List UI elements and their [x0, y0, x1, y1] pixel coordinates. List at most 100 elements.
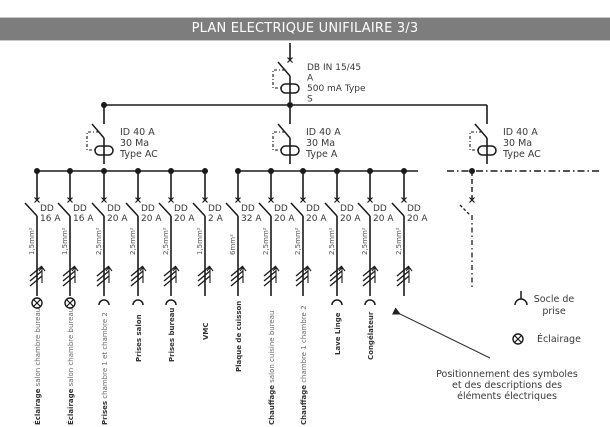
breaker-cross-icon [334, 197, 340, 203]
hatch-stroke [96, 265, 110, 277]
legend-socket-label: Socle de [534, 294, 575, 305]
isolator-cross-icon [287, 57, 293, 63]
lamp-icon-x [33, 299, 41, 307]
main-breaker-label: A [307, 74, 314, 84]
hatch-arrow [272, 266, 280, 283]
hatch-arrow [139, 266, 147, 283]
page-title: PLAN ELECTRIQUE UNIFILAIRE 3/3 [0, 17, 610, 41]
hatch-stroke [197, 275, 211, 287]
hatch-arrow [206, 266, 214, 283]
rcd-label: Type A [305, 149, 338, 160]
hatch-stroke [62, 270, 76, 282]
breaker-type-label: DD [107, 204, 121, 214]
cable-hatch-icon [329, 265, 346, 287]
breaker-blade-icon [192, 202, 206, 217]
circuit-label-main: Éclairage [33, 388, 42, 425]
breaker-type-label: DD [174, 204, 188, 214]
lamp-icon [512, 333, 524, 345]
hatch-stroke [230, 265, 244, 277]
breaker-blade-icon [125, 202, 139, 217]
hatch-stroke [130, 265, 144, 277]
hatch-stroke [130, 275, 144, 287]
hatch-stroke [362, 275, 376, 287]
cable-hatch-icon [29, 265, 46, 287]
breaker-rating-label: 20 A [274, 214, 295, 224]
breaker-cross-icon [235, 197, 241, 203]
hatch-stroke [362, 265, 376, 277]
cable-hatch-icon [163, 265, 180, 287]
circuit-label-main: Chauffage [268, 385, 276, 425]
cross-stroke [300, 197, 306, 203]
hatch-stroke [197, 270, 211, 282]
cross-stroke [67, 197, 73, 203]
circuit-label: Chauffage chambre 1 chambre 2 [300, 305, 308, 425]
circuit-label-detail: salon chambre bureau [67, 308, 75, 389]
hatch-stroke [62, 265, 76, 277]
circuit-label-main: Plaque de cuisson [235, 301, 243, 372]
rcd-label: ID 40 A [306, 127, 341, 138]
cable-section-label: 2,5mm² [395, 227, 403, 255]
breaker-rating-label: 32 A [241, 214, 262, 224]
hatch-stroke [230, 275, 244, 287]
breaker-rating-label: 20 A [141, 214, 162, 224]
hatch-stroke [329, 270, 343, 282]
hatch-arrow [405, 266, 413, 283]
hatch-stroke [362, 270, 376, 282]
circuit-label-main: Congélateur [367, 311, 375, 360]
breaker-cross-icon [67, 197, 73, 203]
hatch-arrow [38, 266, 46, 283]
lamp-icon [64, 297, 76, 309]
rcd-breaker-icon [469, 123, 497, 164]
circuit-label-detail: chambre 1 et chambre 2 [101, 312, 109, 401]
breaker-blade-icon [225, 202, 239, 217]
circuit-label-main: Lave Linge [334, 312, 342, 355]
breaker-type-label: DD [373, 204, 387, 214]
hatch-arrow [71, 266, 79, 283]
hatch-stroke [130, 270, 144, 282]
breaker-rating-label: 16 A [40, 214, 61, 224]
breaker-type-label: DD [306, 204, 320, 214]
main-breaker-label: S [307, 95, 313, 105]
switch-blade [474, 123, 488, 139]
rcd-label: ID 40 A [503, 127, 538, 138]
rcd-breaker-icon [86, 123, 114, 164]
hatch-arrow [105, 266, 113, 283]
rcd-label: ID 40 A [120, 127, 155, 138]
breaker-blade-icon [324, 202, 338, 217]
hatch-stroke [295, 265, 309, 277]
breaker-rating-label: 20 A [340, 214, 361, 224]
circuit-label: Éclairage salon chambre bureau [33, 308, 42, 425]
breaker-rating-label: 20 A [107, 214, 128, 224]
rcd-label: 30 Ma [306, 138, 335, 149]
cross-stroke [34, 197, 40, 203]
breaker-type-label: DD [407, 204, 421, 214]
breaker-blade-icon [258, 202, 272, 217]
hatch-stroke [163, 275, 177, 287]
breaker-rating-label: 2 A [208, 214, 224, 224]
cross-stroke [287, 57, 293, 63]
hatch-stroke [96, 270, 110, 282]
cable-section-label: 1,5mm² [61, 227, 69, 255]
annotation-arrow [391, 307, 491, 359]
cable-section-label: 2,5mm² [262, 227, 270, 255]
hatch-stroke [163, 270, 177, 282]
lamp-icon-x [66, 299, 74, 307]
cross-stroke [334, 197, 340, 203]
trip-link [469, 131, 482, 151]
rcd-label: 30 Ma [503, 138, 532, 149]
cross-stroke [469, 197, 475, 203]
hatch-arrow [239, 266, 247, 283]
circuit-label-main: Prises [101, 401, 109, 425]
breaker-rating-label: 20 A [306, 214, 327, 224]
main-breaker-label: 500 mA Type [307, 84, 366, 94]
trip-link [86, 131, 99, 151]
switch-blade [277, 123, 291, 139]
socket-outlet-icon [132, 299, 144, 306]
breaker-blade-icon [290, 202, 304, 217]
hatch-stroke [29, 265, 43, 277]
trip-link [272, 131, 285, 151]
hatch-stroke [263, 275, 277, 287]
cable-hatch-icon [263, 265, 280, 287]
breaker-rating-label: 16 A [73, 214, 94, 224]
cable-section-label: 2,5mm² [95, 227, 103, 255]
